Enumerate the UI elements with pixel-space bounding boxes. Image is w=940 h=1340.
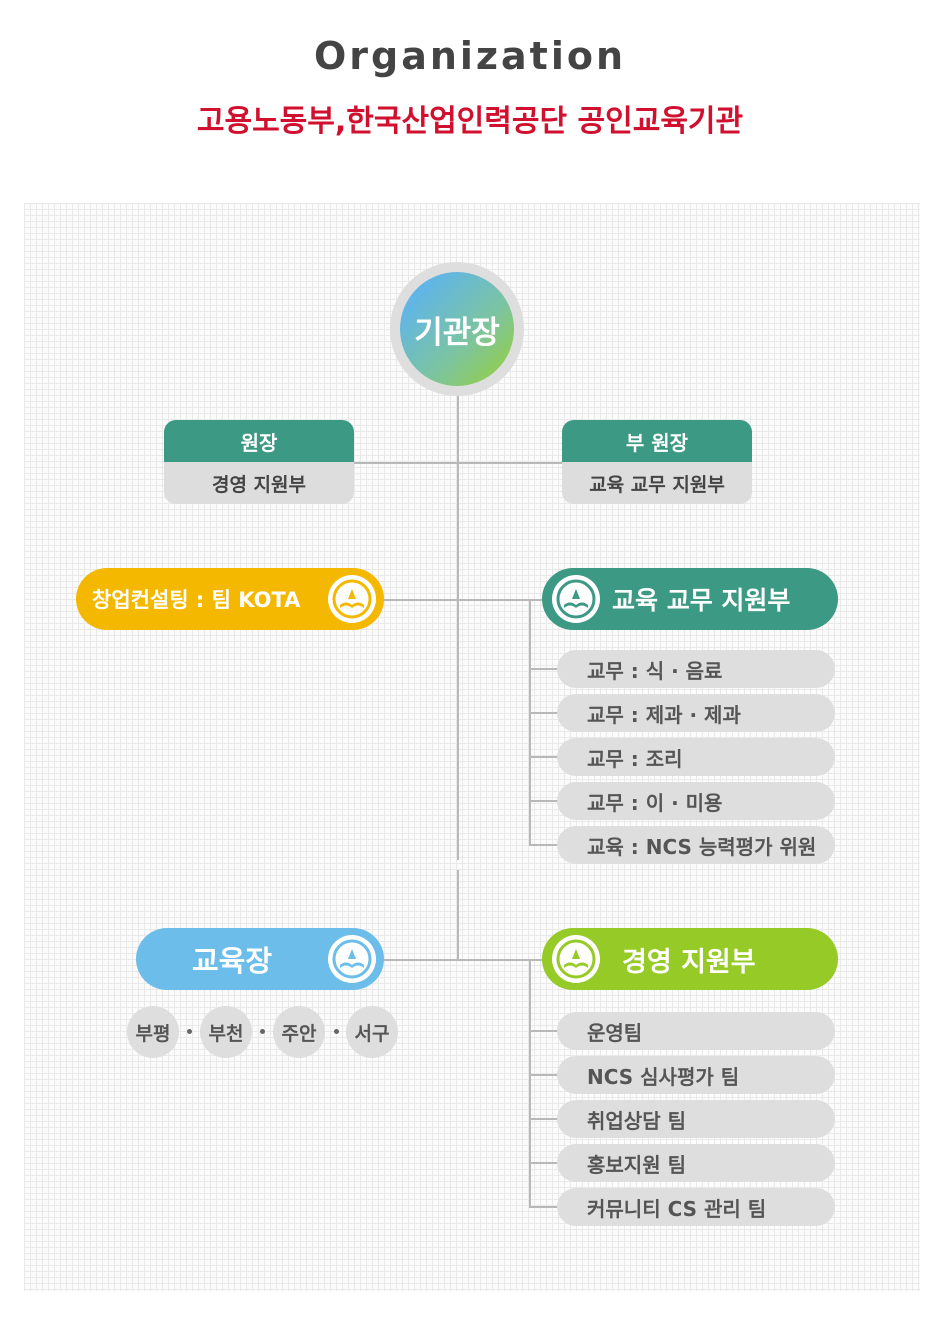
director-connector (354, 462, 564, 464)
vice-director-box: 부 원장 교육 교무 지원부 (562, 420, 752, 504)
item-tick (529, 800, 559, 802)
management-item: NCS 심사평가 팀 (557, 1056, 835, 1094)
branch-circle: 부천 (200, 1006, 252, 1058)
management-item: 취업상담 팀 (557, 1100, 835, 1138)
vice-director-title: 부 원장 (562, 420, 752, 462)
item-tick (529, 1030, 559, 1032)
item-tick (529, 1162, 559, 1164)
academic-item: 교무 : 이 · 미용 (557, 782, 835, 820)
mid-connector (384, 599, 544, 601)
academic-item: 교무 : 조리 (557, 738, 835, 776)
director-box: 원장 경영 지원부 (164, 420, 354, 504)
branch-circle: 서구 (346, 1006, 398, 1058)
item-tick (529, 668, 559, 670)
head-label: 기관장 (400, 272, 514, 386)
main-vertical-line-top (457, 396, 459, 860)
vice-director-dept: 교육 교무 지원부 (562, 462, 752, 504)
book-emblem-icon (552, 935, 600, 983)
consulting-team-label: 창업컨설팅 : 팀 KOTA (92, 588, 301, 612)
director-dept: 경영 지원부 (164, 462, 354, 504)
book-emblem-icon (552, 575, 600, 623)
page-title: Organization (313, 34, 627, 78)
item-tick (529, 1118, 559, 1120)
management-item: 홍보지원 팀 (557, 1144, 835, 1182)
education-chief-pill: 교육장 (136, 928, 384, 990)
branch-circle: 주안 (273, 1006, 325, 1058)
management-item: 운영팀 (557, 1012, 835, 1050)
head-node: 기관장 (390, 262, 524, 396)
management-branch-line (529, 959, 531, 1207)
consulting-team-pill: 창업컨설팅 : 팀 KOTA (76, 568, 384, 630)
academic-branch-line (529, 599, 531, 846)
item-tick (529, 844, 559, 846)
separator-dot (187, 1029, 192, 1034)
separator-dot (260, 1029, 265, 1034)
separator-dot (334, 1029, 339, 1034)
management-support-pill: 경영 지원부 (542, 928, 838, 990)
item-tick (529, 1074, 559, 1076)
bottom-connector (384, 959, 544, 961)
page-subtitle: 고용노동부,한국산업인력공단 공인교육기관 (196, 104, 744, 139)
management-item: 커뮤니티 CS 관리 팀 (557, 1188, 835, 1226)
book-emblem-icon (328, 575, 376, 623)
management-support-label: 경영 지원부 (622, 946, 756, 978)
item-tick (529, 712, 559, 714)
book-emblem-icon (328, 935, 376, 983)
academic-item: 교육 : NCS 능력평가 위원 (557, 826, 835, 864)
academic-item: 교무 : 제과 · 제과 (557, 694, 835, 732)
academic-item: 교무 : 식 · 음료 (557, 650, 835, 688)
branch-circle: 부평 (127, 1006, 179, 1058)
education-chief-label: 교육장 (192, 944, 273, 978)
item-tick (529, 1206, 559, 1208)
director-title: 원장 (164, 420, 354, 462)
item-tick (529, 756, 559, 758)
main-vertical-line-bottom (457, 870, 459, 960)
academic-support-label: 교육 교무 지원부 (612, 586, 791, 615)
academic-support-pill: 교육 교무 지원부 (542, 568, 838, 630)
